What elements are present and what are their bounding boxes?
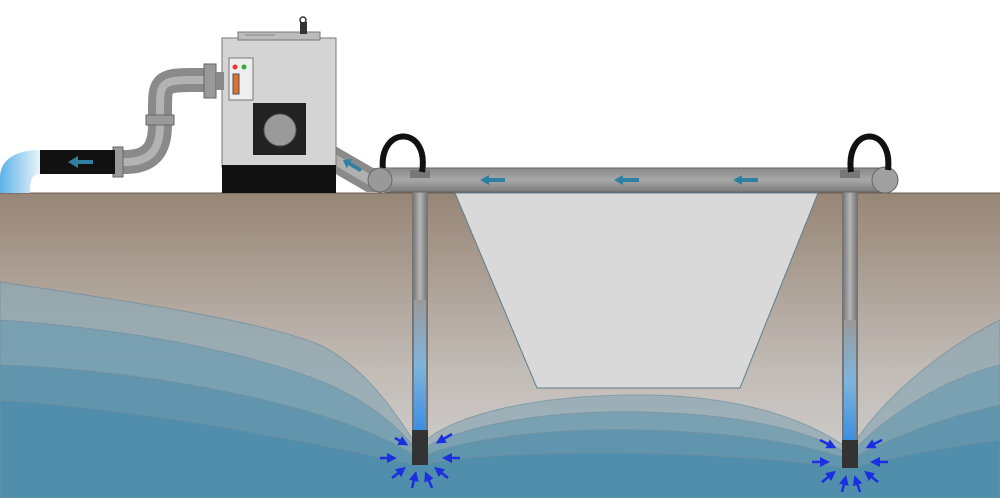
gauge bbox=[232, 73, 240, 95]
flow-arrow-icon bbox=[733, 175, 758, 185]
inflow-arrows-right bbox=[812, 438, 888, 493]
excavation-pit bbox=[454, 192, 819, 389]
discharge-outlet bbox=[0, 150, 40, 193]
indicator-green bbox=[241, 64, 247, 70]
wellpoint-left bbox=[412, 178, 428, 465]
flow-arrows bbox=[480, 175, 758, 185]
groundwater bbox=[0, 281, 1000, 498]
flow-arrow-icon bbox=[343, 159, 362, 172]
pump-base bbox=[222, 165, 336, 193]
pump-icon bbox=[221, 16, 337, 193]
flow-arrow-icon bbox=[480, 175, 505, 185]
well-screen bbox=[412, 430, 428, 465]
hose-right bbox=[847, 133, 892, 173]
header-pipe-end bbox=[871, 166, 899, 194]
wellpoint-right bbox=[842, 178, 858, 468]
indicator-red bbox=[232, 64, 238, 70]
inflow-arrows-left bbox=[380, 432, 460, 489]
flow-arrow-icon bbox=[614, 175, 639, 185]
discharge-pipe bbox=[0, 63, 224, 193]
hose-left bbox=[379, 133, 426, 173]
flow-arrow-icon bbox=[68, 156, 93, 168]
header-pipe bbox=[384, 166, 899, 194]
well-screen bbox=[842, 440, 858, 468]
